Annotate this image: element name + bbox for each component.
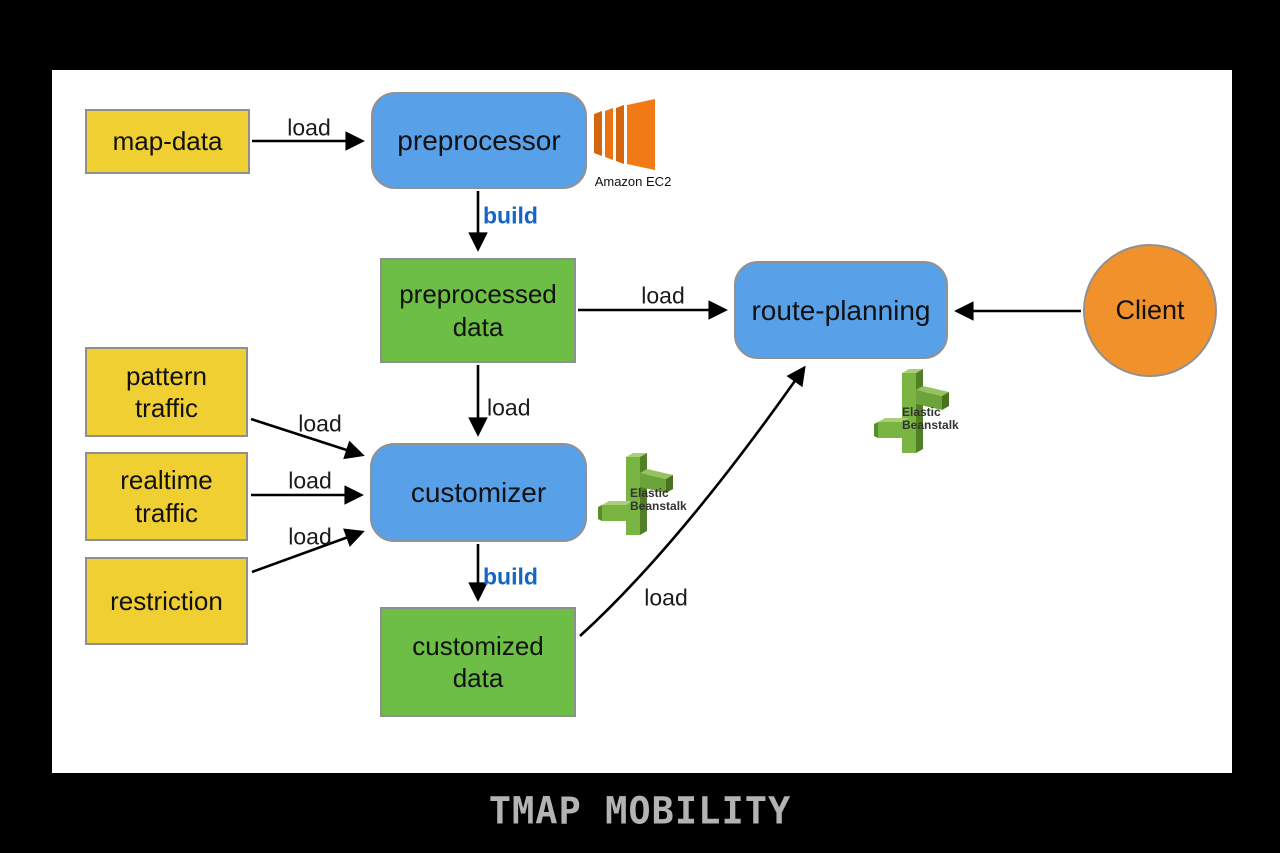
edge-label-build: build xyxy=(483,563,538,590)
node-customizer: customizer xyxy=(370,443,587,542)
node-pattern-traffic: pattern traffic xyxy=(85,347,248,437)
elastic-beanstalk-caption: Elastic Beanstalk xyxy=(630,487,687,513)
elastic-beanstalk-icon xyxy=(866,364,958,456)
node-map-data: map-data xyxy=(85,109,250,174)
edge-label-load: load xyxy=(287,114,331,141)
node-route-planning: route-planning xyxy=(734,261,948,359)
eb-caption-line1: Elastic xyxy=(902,405,941,419)
node-restriction: restriction xyxy=(85,557,248,645)
node-customized-data: customized data xyxy=(380,607,576,717)
diagram-canvas: map-data preprocessor preprocessed data … xyxy=(52,70,1232,773)
edge-label-load: load xyxy=(288,523,332,550)
amazon-ec2-icon xyxy=(592,97,658,173)
node-client: Client xyxy=(1083,244,1217,377)
tmap-mobility-logo: TMAP MOBILITY xyxy=(488,788,792,832)
edge-label-load: load xyxy=(298,410,342,437)
eb-caption-line1: Elastic xyxy=(630,486,669,500)
edge-label-load: load xyxy=(644,584,688,611)
amazon-ec2-caption: Amazon EC2 xyxy=(594,174,672,189)
node-preprocessor: preprocessor xyxy=(371,92,587,189)
edge-label-load: load xyxy=(288,467,332,494)
node-realtime-traffic: realtime traffic xyxy=(85,452,248,541)
eb-caption-line2: Beanstalk xyxy=(630,498,687,513)
eb-caption-line2: Beanstalk xyxy=(902,417,959,432)
edge-label-load: load xyxy=(641,282,685,309)
edge-label-load: load xyxy=(487,394,531,421)
node-preprocessed-data: preprocessed data xyxy=(380,258,576,363)
elastic-beanstalk-caption: Elastic Beanstalk xyxy=(902,406,959,432)
edge-label-build: build xyxy=(483,202,538,229)
